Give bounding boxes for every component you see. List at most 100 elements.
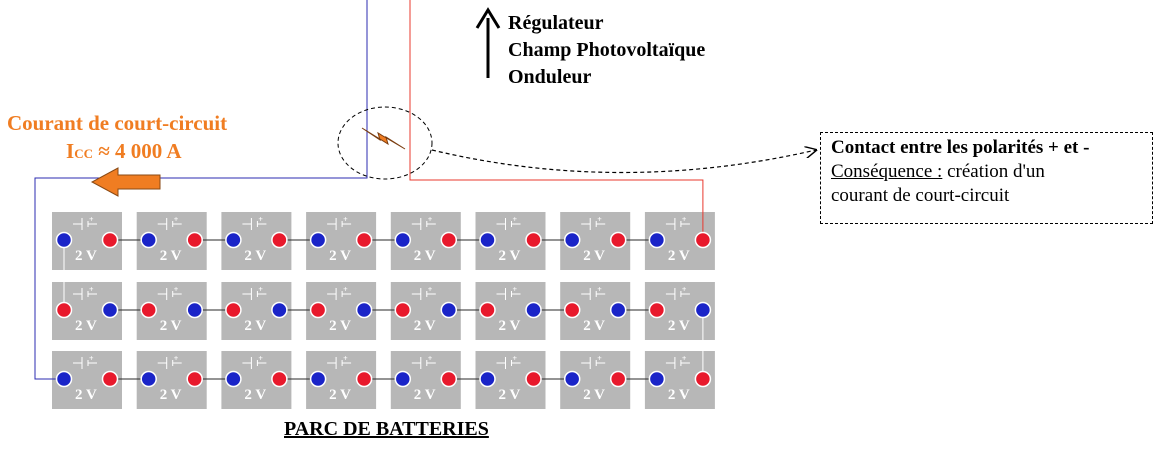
negative-terminal — [225, 370, 242, 388]
negative-terminal — [394, 231, 412, 249]
negative-terminal — [309, 370, 327, 388]
plus-sign: + — [682, 285, 687, 294]
battery-park-title: PARC DE BATTERIES — [284, 418, 489, 440]
cell-voltage-label: 2 V — [583, 248, 605, 264]
plus-sign: + — [428, 354, 433, 363]
lightning-bolt-icon — [361, 127, 406, 150]
plus-sign: + — [428, 215, 433, 224]
label-onduleur: Onduleur — [508, 66, 592, 88]
negative-main-wire — [34, 0, 368, 380]
positive-terminal — [609, 231, 627, 249]
plus-sign: + — [513, 215, 518, 224]
cell-voltage-label: 2 V — [75, 387, 97, 403]
contact-zone-ellipse — [337, 106, 433, 180]
label-champ-photovoltaique: Champ Photovoltaïque — [508, 39, 706, 61]
up-arrow-icon — [475, 7, 501, 78]
positive-terminal — [271, 231, 288, 249]
cell-voltage-label: 2 V — [75, 318, 97, 334]
plus-sign: + — [682, 354, 687, 363]
negative-terminal — [271, 301, 288, 319]
callout-pointer-arrow — [431, 150, 816, 174]
cell-voltage-label: 2 V — [329, 318, 351, 334]
plus-sign: + — [89, 354, 94, 363]
consequence-callout: Contact entre les polarités + et - Consé… — [820, 132, 1153, 224]
positive-terminal — [55, 301, 73, 319]
plus-sign: + — [258, 354, 263, 363]
positive-terminal — [140, 301, 157, 319]
positive-terminal — [609, 370, 627, 388]
positive-terminal — [394, 301, 412, 319]
current-symbol: I — [66, 139, 75, 163]
negative-terminal — [648, 370, 666, 388]
negative-terminal — [525, 301, 542, 319]
plus-sign: + — [343, 354, 348, 363]
positive-terminal — [186, 370, 203, 388]
negative-terminal — [394, 370, 412, 388]
cell-voltage-label: 2 V — [75, 248, 97, 264]
positive-terminal — [440, 370, 458, 388]
positive-terminal — [694, 231, 712, 249]
plus-sign: + — [597, 215, 602, 224]
short-circuit-title: Courant de court-circuit — [7, 111, 228, 135]
cell-voltage-label: 2 V — [244, 248, 266, 264]
plus-sign: + — [174, 354, 179, 363]
short-circuit-current-arrow — [90, 167, 161, 197]
positive-terminal — [525, 231, 542, 249]
negative-terminal — [140, 370, 157, 388]
label-regulateur: Régulateur — [508, 12, 604, 34]
negative-terminal — [55, 231, 73, 249]
negative-terminal — [563, 370, 581, 388]
plus-sign: + — [513, 285, 518, 294]
negative-terminal — [609, 301, 627, 319]
plus-sign: + — [597, 285, 602, 294]
positive-terminal — [440, 231, 458, 249]
negative-terminal — [225, 231, 242, 249]
positive-terminal — [225, 301, 242, 319]
cell-voltage-label: 2 V — [499, 248, 521, 264]
negative-terminal — [440, 301, 458, 319]
cell-voltage-label: 2 V — [244, 387, 266, 403]
short-circuit-value: ICC ≈ 4 000 A — [66, 138, 182, 167]
positive-terminal — [355, 231, 373, 249]
positive-terminal — [355, 370, 373, 388]
negative-terminal — [563, 231, 581, 249]
cell-voltage-label: 2 V — [414, 318, 436, 334]
positive-terminal — [101, 370, 119, 388]
plus-sign: + — [343, 285, 348, 294]
cell-voltage-label: 2 V — [668, 248, 690, 264]
negative-terminal — [479, 231, 496, 249]
cell-voltage-label: 2 V — [160, 248, 182, 264]
positive-terminal — [101, 231, 119, 249]
terminals — [55, 231, 712, 388]
current-magnitude: ≈ 4 000 A — [92, 139, 182, 163]
plus-sign: + — [174, 285, 179, 294]
positive-terminal — [694, 370, 712, 388]
negative-terminal — [101, 301, 119, 319]
positive-main-wire — [409, 0, 704, 240]
cell-voltage-label: 2 V — [499, 387, 521, 403]
plus-sign: + — [258, 215, 263, 224]
positive-terminal — [186, 231, 203, 249]
consequence-label: Conséquence : — [831, 161, 943, 182]
consequence-text: création d'un — [942, 161, 1045, 182]
cell-voltage-label: 2 V — [499, 318, 521, 334]
negative-terminal — [186, 301, 203, 319]
cell-voltage-label: 2 V — [668, 318, 690, 334]
cell-voltage-label: 2 V — [414, 387, 436, 403]
negative-terminal — [694, 301, 712, 319]
cell-voltage-label: 2 V — [668, 387, 690, 403]
positive-terminal — [525, 370, 542, 388]
plus-sign: + — [428, 285, 433, 294]
callout-line-3: courant de court-circuit — [831, 185, 1010, 206]
plus-sign: + — [89, 215, 94, 224]
cell-voltage-label: 2 V — [583, 318, 605, 334]
negative-terminal — [479, 370, 496, 388]
callout-line-2: Conséquence : création d'un — [831, 160, 1142, 184]
plus-sign: + — [513, 354, 518, 363]
cell-voltage-label: 2 V — [160, 387, 182, 403]
callout-heading: Contact entre les polarités + et - — [831, 137, 1090, 158]
positive-terminal — [563, 301, 581, 319]
negative-terminal — [140, 231, 157, 249]
cell-voltage-label: 2 V — [583, 387, 605, 403]
negative-terminal — [648, 231, 666, 249]
